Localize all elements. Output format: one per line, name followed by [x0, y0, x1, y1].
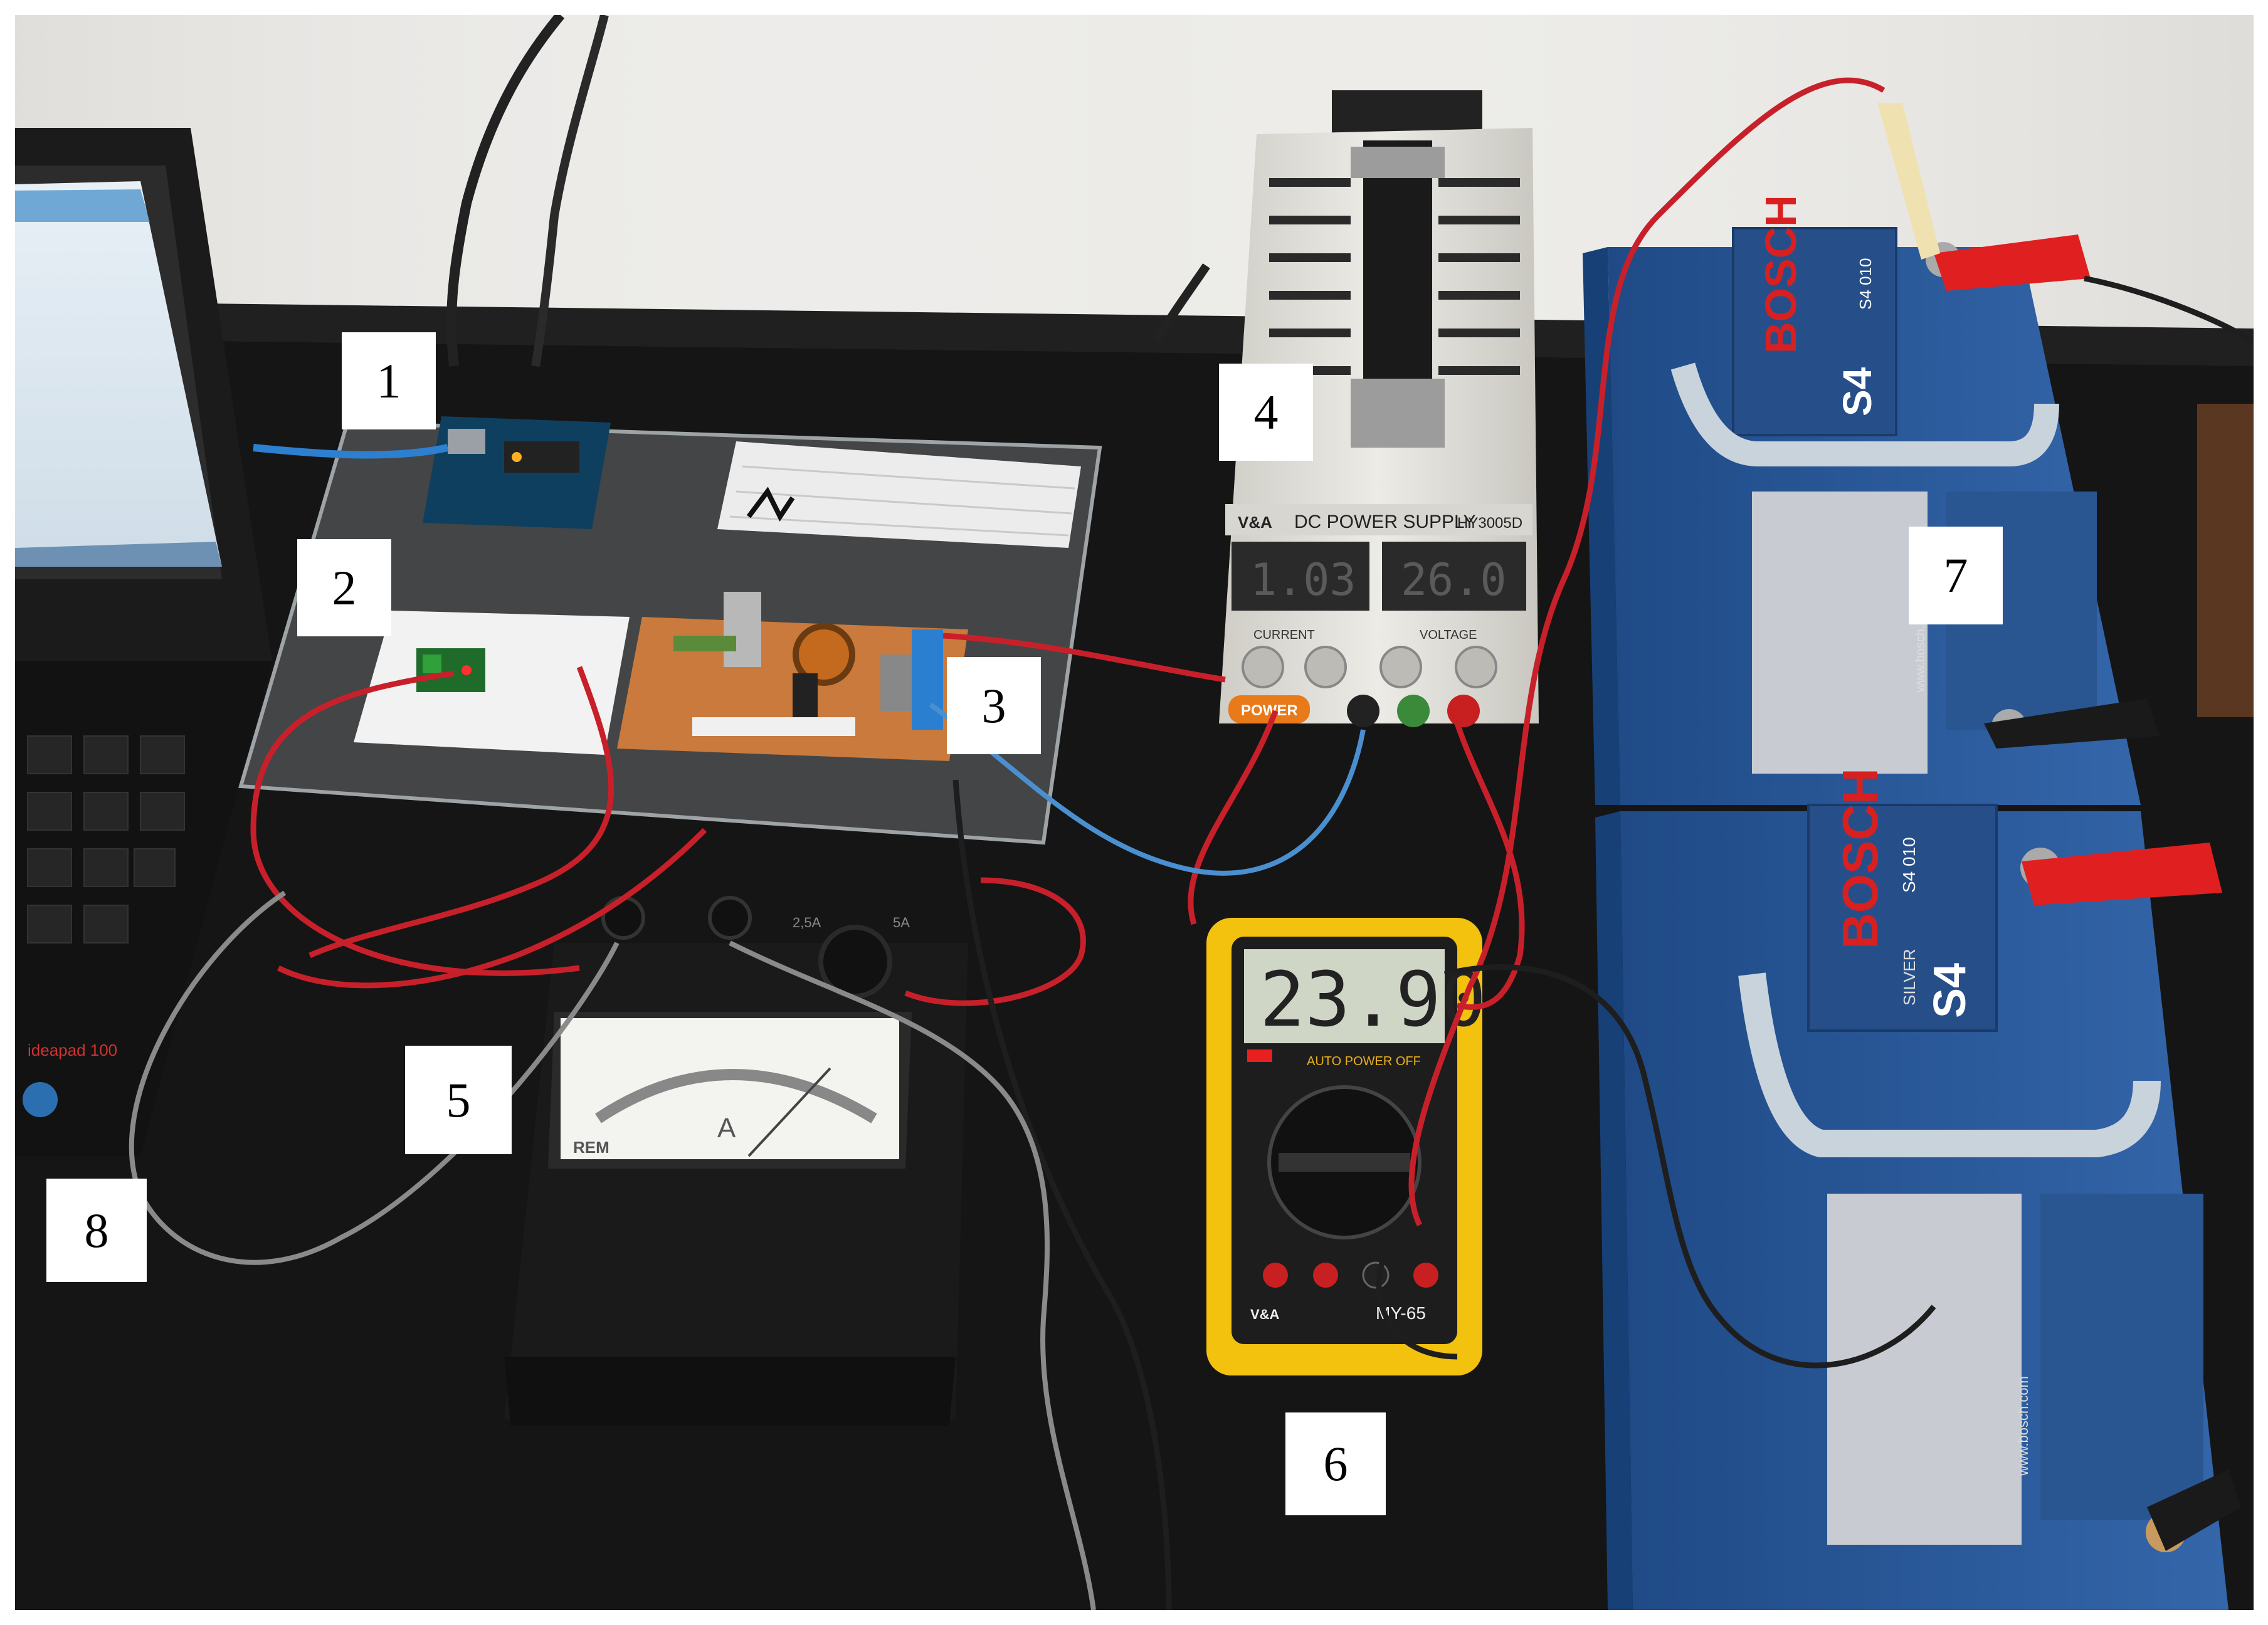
intel-sticker-icon	[23, 1082, 58, 1117]
ammeter-terminal-1[interactable]	[601, 896, 645, 940]
callout-7: 7	[1909, 527, 2003, 624]
psu-terminal-negative[interactable]	[1347, 695, 1379, 727]
ammeter-needle	[747, 1067, 831, 1157]
battery-bottom: BOSCH S4 S4 010 SILVER www.bosch.com	[1595, 768, 2228, 1610]
multimeter-lcd	[1244, 949, 1445, 1043]
battery2-brand: BOSCH	[1832, 768, 1888, 949]
psu-display-voltage: 26.0	[1401, 554, 1507, 606]
callout-2: 2	[297, 539, 391, 636]
psu-voltage-knob-coarse[interactable]	[1379, 646, 1422, 688]
laptop-keyboard-deck	[15, 661, 272, 1156]
battery2-model: S4	[1925, 963, 1975, 1018]
battery1-handle	[1670, 362, 2059, 466]
arduino-board	[423, 416, 611, 529]
ammeter-terminal-2[interactable]	[708, 896, 752, 940]
multimeter-power-button[interactable]	[1247, 1049, 1272, 1062]
psu-current-label: CURRENT	[1253, 628, 1315, 642]
psu-power-cable	[1152, 263, 1210, 344]
battery2-handle	[1738, 972, 2161, 1157]
red-wires	[250, 77, 1886, 1227]
breadboard	[717, 441, 1081, 548]
dc-power-supply: V&A DC POWER SUPPLY HY3005D 1.03 26.0 CU…	[1219, 90, 1539, 727]
ammeter-dial-face	[561, 1018, 899, 1159]
wall-cable-1	[446, 15, 565, 367]
ammeter-unit: A	[717, 1113, 736, 1144]
battery1-code: S4 010	[1856, 258, 1875, 310]
wall-cable-2	[531, 15, 609, 367]
laptop-screen	[15, 181, 222, 567]
psu-terminal-ground[interactable]	[1397, 695, 1430, 727]
scene-svg: ideapad 100	[15, 15, 2254, 1610]
psu-current-knob-fine[interactable]	[1304, 646, 1347, 688]
ammeter-range-5: 5A	[893, 915, 910, 930]
battery1-brand: BOSCH	[1756, 195, 1805, 354]
psu-display-current: 1.03	[1250, 554, 1356, 606]
psu-power-label: POWER	[1241, 702, 1298, 719]
multimeter-auto-power: AUTO POWER OFF	[1307, 1054, 1421, 1068]
wooden-box	[2197, 404, 2254, 717]
ammeter-range-25: 2,5A	[793, 915, 821, 930]
black-wires	[952, 275, 2254, 1610]
battery1-model: S4	[1835, 367, 1880, 416]
lab-setup-photo: ideapad 100	[15, 15, 2254, 1610]
psu-model: HY3005D	[1457, 515, 1522, 532]
laptop: ideapad 100	[15, 128, 272, 1156]
multimeter-jack-ma[interactable]	[1313, 1263, 1338, 1288]
grey-wires	[129, 890, 1096, 1610]
psu-power-button[interactable]	[1228, 695, 1310, 723]
battery2-code: S4 010	[1899, 837, 1919, 893]
callout-8: 8	[46, 1179, 147, 1282]
psu-voltage-label: VOLTAGE	[1420, 628, 1477, 642]
callout-4: 4	[1219, 364, 1313, 461]
multimeter-jack-v[interactable]	[1413, 1263, 1438, 1288]
main-pcb	[617, 592, 968, 761]
psu-terminal-positive[interactable]	[1447, 695, 1480, 727]
callout-3: 3	[947, 657, 1041, 754]
analog-ammeter: A REM 2,5A 5A	[504, 896, 968, 1426]
laptop-brand: ideapad 100	[28, 1041, 117, 1060]
battery2-line: SILVER	[1900, 949, 1919, 1006]
psu-current-knob-coarse[interactable]	[1242, 646, 1284, 688]
battery2-web: www.bosch.com	[2015, 1376, 2031, 1476]
alligator-clips	[1934, 234, 2241, 1551]
multimeter-jack-com[interactable]	[1362, 1261, 1390, 1289]
paper-sheet	[354, 611, 630, 755]
callout-5: 5	[405, 1046, 512, 1154]
callout-1: 1	[342, 332, 436, 429]
digital-multimeter: 23.90 AUTO POWER OFF V&A MY-65	[1206, 918, 1486, 1375]
buck-converter-module	[416, 648, 485, 692]
multimeter-brand: V&A	[1250, 1307, 1280, 1322]
psu-brand: V&A	[1238, 513, 1272, 532]
multimeter-jack-20a[interactable]	[1263, 1263, 1288, 1288]
psu-voltage-knob-fine[interactable]	[1455, 646, 1497, 688]
ammeter-brand: REM	[573, 1138, 609, 1157]
blue-wire	[929, 702, 1366, 876]
probe-tip	[1877, 103, 1940, 260]
usb-cable	[253, 444, 449, 459]
psu-title: DC POWER SUPPLY	[1294, 512, 1476, 532]
callout-6: 6	[1285, 1412, 1386, 1515]
